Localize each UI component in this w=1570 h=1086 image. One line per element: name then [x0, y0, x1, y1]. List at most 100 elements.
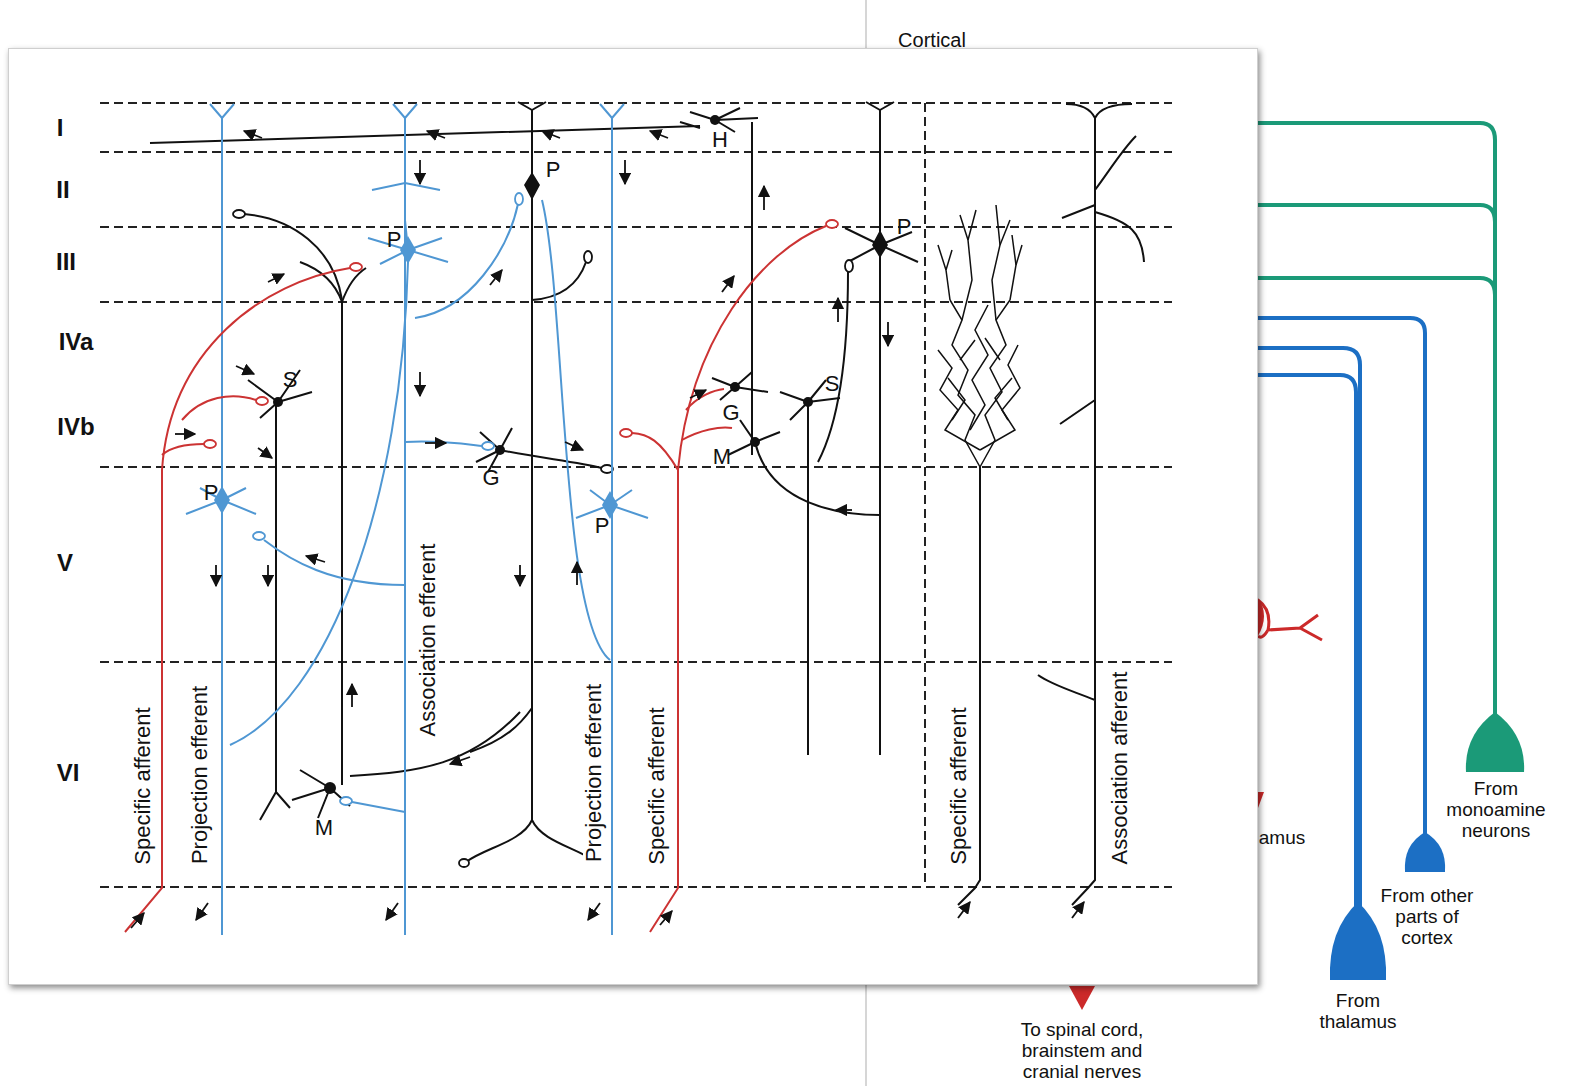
cell-bodies [273, 115, 888, 794]
blue-efferent-neurons [230, 262, 408, 745]
red-afferents [125, 268, 350, 932]
signal-arrows [450, 757, 470, 764]
signal-arrows [425, 442, 446, 444]
pathway-label: Association afferent [1109, 669, 1131, 868]
blue-efferent-neurons [210, 104, 234, 935]
blue-efferent-neurons [415, 204, 518, 318]
terminal-boutons [459, 859, 469, 867]
dendritic-arbor [938, 215, 1022, 270]
layer-label: III [56, 249, 76, 275]
dendritic-arbor [946, 205, 1016, 320]
signal-arrows [306, 556, 325, 562]
signal-arrows [542, 131, 560, 138]
layer-boundaries [100, 661, 1172, 663]
blue-efferent-neurons [186, 470, 256, 514]
blue-boutons [515, 193, 523, 205]
signal-arrows [650, 131, 668, 138]
blue-efferent-neurons [186, 104, 648, 935]
red-boutons [204, 440, 216, 448]
layer-label: VI [57, 760, 80, 786]
signal-arrows [763, 186, 765, 210]
signal-arrows [887, 322, 889, 346]
cell-letter: G [722, 401, 739, 425]
layer-boundaries [100, 886, 1172, 888]
red-afferents [125, 226, 826, 932]
cell-letter: P [546, 158, 561, 182]
divider-line [865, 0, 867, 50]
monoamine-fibres [1250, 123, 1495, 725]
signal-arrows [215, 565, 217, 586]
figure-heading: Cortical [898, 29, 966, 51]
signal-arrows [519, 565, 521, 586]
cell-letter: S [283, 368, 298, 392]
red-boutons [256, 397, 268, 405]
motor-neuron-parts [1069, 986, 1095, 1010]
black-neurons [248, 370, 312, 820]
signal-arrows [1072, 902, 1084, 918]
signal-arrows [958, 902, 970, 918]
layer-label: V [57, 550, 73, 576]
red-afferents [682, 428, 732, 441]
cell-letter: P [897, 215, 912, 239]
signal-arrows [837, 298, 839, 322]
cell-bodies [495, 445, 505, 455]
black-neurons [780, 380, 840, 755]
cell-letter: M [713, 445, 731, 469]
black-neurons [532, 262, 586, 300]
layer-boundaries [100, 226, 1172, 228]
black-neurons [845, 102, 918, 755]
pathway-label: Association efferent [417, 541, 439, 740]
signal-arrows [836, 509, 852, 511]
red-afferents [632, 433, 678, 470]
layer-boundaries [100, 102, 1172, 104]
cell-bodies [324, 782, 336, 794]
cell-letter: P [595, 514, 610, 538]
black-neurons [712, 372, 768, 400]
blue-boutons [340, 797, 352, 805]
pathway-label: Specific afferent [948, 704, 970, 867]
blue-efferent-neurons [264, 540, 405, 585]
dendritic-arbor [938, 205, 1022, 467]
black-neurons [292, 262, 366, 818]
cortical-thalamic-fibres [1250, 318, 1425, 845]
red-boutons [204, 220, 838, 448]
blue-efferent-neurons [372, 183, 440, 190]
dendritic-arbor [970, 305, 988, 430]
layer-boundaries [100, 466, 1172, 468]
red-afferents [182, 396, 256, 420]
black-neurons [244, 214, 342, 300]
black-neurons [466, 102, 596, 862]
blue-boutons [482, 442, 494, 450]
signal-arrows [131, 131, 1084, 928]
layer-label: IVa [59, 329, 94, 355]
cell-letter: G [482, 466, 499, 490]
blue-efferent-neurons [576, 490, 648, 518]
monoamine-fibres [1250, 205, 1495, 222]
signal-arrows [419, 160, 421, 184]
signal-arrows [419, 372, 421, 396]
blue-cell-bodies [400, 236, 416, 264]
monoamine-neuron [1466, 712, 1524, 772]
red-afferents [162, 444, 204, 455]
cell-letter: P [204, 481, 219, 505]
cell-bodies [872, 230, 888, 258]
cell-letter: H [712, 128, 728, 152]
terminal-boutons [233, 210, 853, 867]
layer-label: IVb [57, 414, 94, 440]
pathway-label: Projection efferent [583, 681, 605, 865]
cell-letter: M [315, 816, 333, 840]
signal-arrows [722, 276, 734, 292]
signal-arrows [267, 565, 269, 586]
red-boutons [620, 429, 632, 437]
cell-bodies [750, 437, 760, 447]
dendritic-arbor [980, 345, 1020, 450]
cell-bodies [273, 397, 283, 407]
signal-arrows [565, 442, 583, 450]
blue-efferent-neurons [542, 200, 610, 660]
cell-bodies [520, 172, 544, 200]
cortex-neuron [1405, 832, 1445, 872]
signal-arrows [236, 366, 254, 374]
signal-arrows [490, 270, 502, 285]
red-boutons [826, 220, 838, 228]
cell-bodies [803, 397, 813, 407]
